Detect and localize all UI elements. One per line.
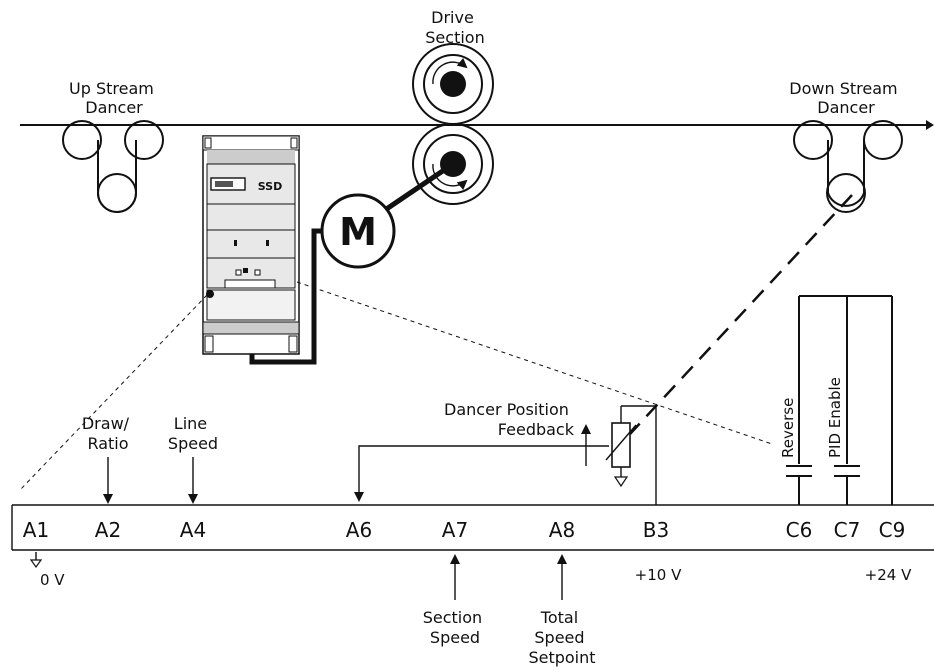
drive-unit: SSD (202, 135, 300, 355)
potentiometer (581, 405, 657, 505)
terminal-c6: C6 (786, 518, 813, 542)
terminal-a7: A7 (442, 518, 468, 542)
pid-enable-label: PID Enable (826, 377, 844, 458)
terminal-a8: A8 (549, 518, 575, 542)
plus-10v-label: +10 V (635, 566, 682, 584)
svg-text:M: M (339, 210, 377, 254)
feedback-wire (354, 445, 609, 502)
plus-24v-label: +24 V (865, 566, 912, 584)
dancer-linkage (629, 194, 853, 435)
web-line (20, 120, 934, 130)
dancer-feedback-label: Dancer Position Feedback (444, 400, 575, 439)
zero-volt-label: 0 V (40, 571, 65, 589)
terminal-b3: B3 (643, 518, 669, 542)
terminal-a4: A4 (180, 518, 206, 542)
upstream-dancer (62, 120, 164, 213)
terminal-a2: A2 (95, 518, 121, 542)
terminal-c7: C7 (834, 518, 861, 542)
terminal-strip (11, 504, 934, 551)
downstream-dancer (793, 120, 903, 213)
terminal-a6: A6 (346, 518, 372, 542)
upstream-dancer-label: Up Stream Dancer (69, 79, 159, 117)
section-speed-label: Section Speed (423, 608, 488, 647)
drive-roll-upper (412, 43, 494, 125)
total-speed-setpoint-label: Total Speed Setpoint (528, 608, 595, 667)
zoom-guide-right (296, 281, 773, 445)
motor-shaft (383, 161, 455, 213)
reverse-label: Reverse (779, 398, 797, 458)
zoom-guide-left (19, 294, 208, 491)
drive-section-label: Drive Section (425, 8, 484, 47)
line-speed-label: Line Speed (168, 414, 218, 453)
contact-wiring (786, 295, 893, 505)
motor: M (320, 193, 396, 269)
ground-symbol (29, 552, 43, 569)
svg-text:SSD: SSD (258, 180, 282, 193)
terminal-c9: C9 (879, 518, 906, 542)
draw-ratio-label: Draw/ Ratio (82, 414, 134, 453)
terminal-a1: A1 (23, 518, 49, 542)
downstream-dancer-label: Down Stream Dancer (789, 79, 902, 117)
